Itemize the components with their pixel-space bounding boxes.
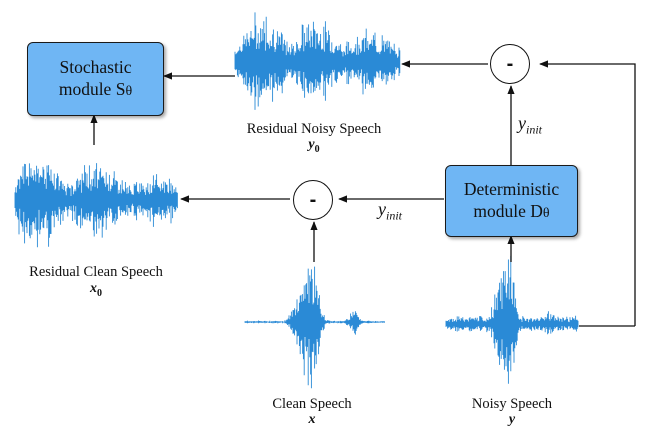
arrow-feedback-route: [539, 60, 636, 326]
clean-speech-waveform: [244, 266, 385, 389]
clean-speech-label: Clean Speech: [272, 396, 352, 412]
minus-sign-top: -: [506, 52, 514, 75]
noisy-speech-waveform: [445, 255, 579, 384]
subtract-operator-top: -: [490, 44, 530, 84]
noisy-speech-var: y: [508, 412, 516, 427]
deterministic-box-line1: Deterministic: [463, 178, 560, 199]
stochastic-box-line2: module Sθ: [58, 78, 133, 99]
deterministic-theta: θ: [542, 205, 550, 221]
subtract-operator-mid: -: [293, 180, 333, 220]
noisy-speech-label: Noisy Speech: [471, 396, 553, 412]
residual-noisy-speech-waveform: [234, 12, 401, 110]
residual-noisy-speech-var: y0: [308, 137, 320, 155]
yinit-label-horizontal: yinit: [378, 199, 403, 223]
stochastic-theta: θ: [125, 83, 133, 99]
residual-clean-speech-waveform: [14, 163, 178, 248]
minus-sign-mid: -: [309, 188, 317, 211]
deterministic-box-line2: module Dθ: [473, 200, 550, 221]
clean-speech-var: x: [308, 412, 316, 427]
stochastic-module-box: Stochastic module Sθ: [27, 42, 164, 116]
stochastic-box-line1: Stochastic: [59, 56, 132, 77]
yinit-label-vertical: yinit: [518, 113, 543, 137]
residual-clean-speech-label: Residual Clean Speech: [29, 264, 163, 280]
residual-clean-speech-var: x0: [90, 281, 102, 299]
residual-noisy-speech-label: Residual Noisy Speech: [246, 121, 382, 137]
deterministic-module-box: Deterministic module Dθ: [445, 165, 578, 237]
